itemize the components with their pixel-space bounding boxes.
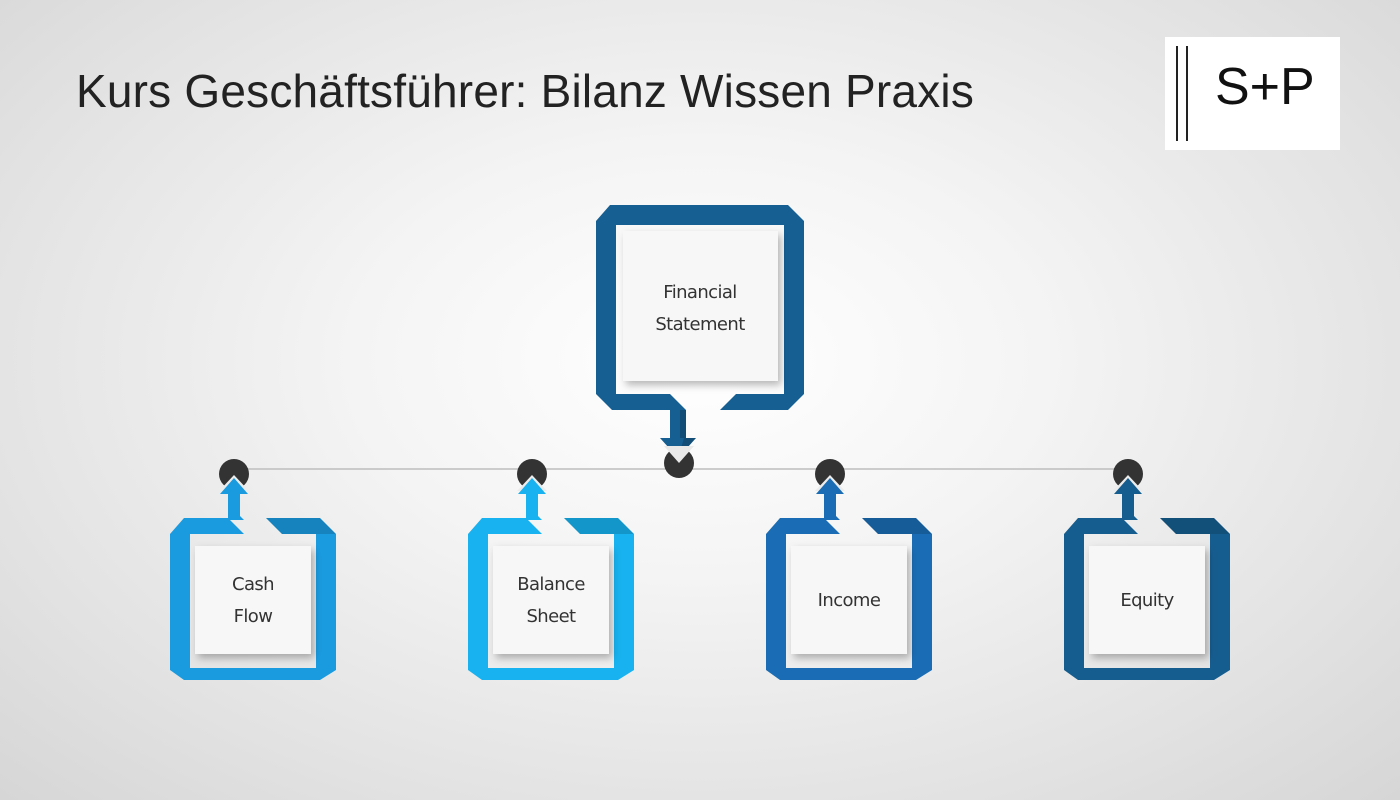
root-card [623, 231, 778, 381]
child-label-equity-line-1: Equity [1120, 590, 1174, 611]
child-node-dot-cash-flow [219, 459, 249, 489]
child-card-equity [1089, 546, 1205, 654]
child-label-cash-flow-line-1: Cash [232, 574, 274, 595]
child-node-dot-equity [1113, 459, 1143, 489]
child-label-balance-sheet-line-2: Sheet [526, 606, 576, 627]
logo-text: S+P [1215, 58, 1315, 116]
child-frame-income [766, 518, 932, 680]
child-arrow-up-cash-flow [220, 478, 248, 520]
root-connector-node [664, 446, 694, 478]
sp-logo: S+P [1165, 37, 1340, 150]
child-card-cash-flow [195, 546, 311, 654]
child-card-income [791, 546, 907, 654]
child-label-balance-sheet-line-1: Balance [517, 574, 585, 595]
root-node-notch [664, 446, 694, 463]
page-title: Kurs Geschäftsführer: Bilanz Wissen Prax… [76, 65, 975, 117]
child-arrow-up-equity [1114, 478, 1142, 520]
child-node-dot-balance-sheet [517, 459, 547, 489]
logo-bar-left [1176, 46, 1178, 141]
child-node-equity: Equity [1064, 459, 1230, 680]
child-node-dot-income [815, 459, 845, 489]
child-frame-fold-cash-flow [266, 518, 336, 534]
child-frame-equity [1064, 518, 1230, 680]
root-label-line-2: Statement [655, 314, 745, 335]
child-arrow-up-income [816, 478, 844, 520]
child-label-income-line-1: Income [818, 590, 881, 611]
child-frame-fold-balance-sheet [564, 518, 634, 534]
child-arrow-up-balance-sheet [518, 478, 546, 520]
root-label-line-1: Financial [663, 282, 736, 303]
logo-bar-right [1186, 46, 1188, 141]
root-node-financial-statement: Financial Statement [596, 205, 804, 458]
child-frame-balance-sheet [468, 518, 634, 680]
child-node-income: Income [766, 459, 932, 680]
child-card-balance-sheet [493, 546, 609, 654]
child-frame-cash-flow [170, 518, 336, 680]
child-frame-fold-income [862, 518, 932, 534]
child-label-cash-flow-line-2: Flow [234, 606, 273, 627]
child-frame-fold-equity [1160, 518, 1230, 534]
